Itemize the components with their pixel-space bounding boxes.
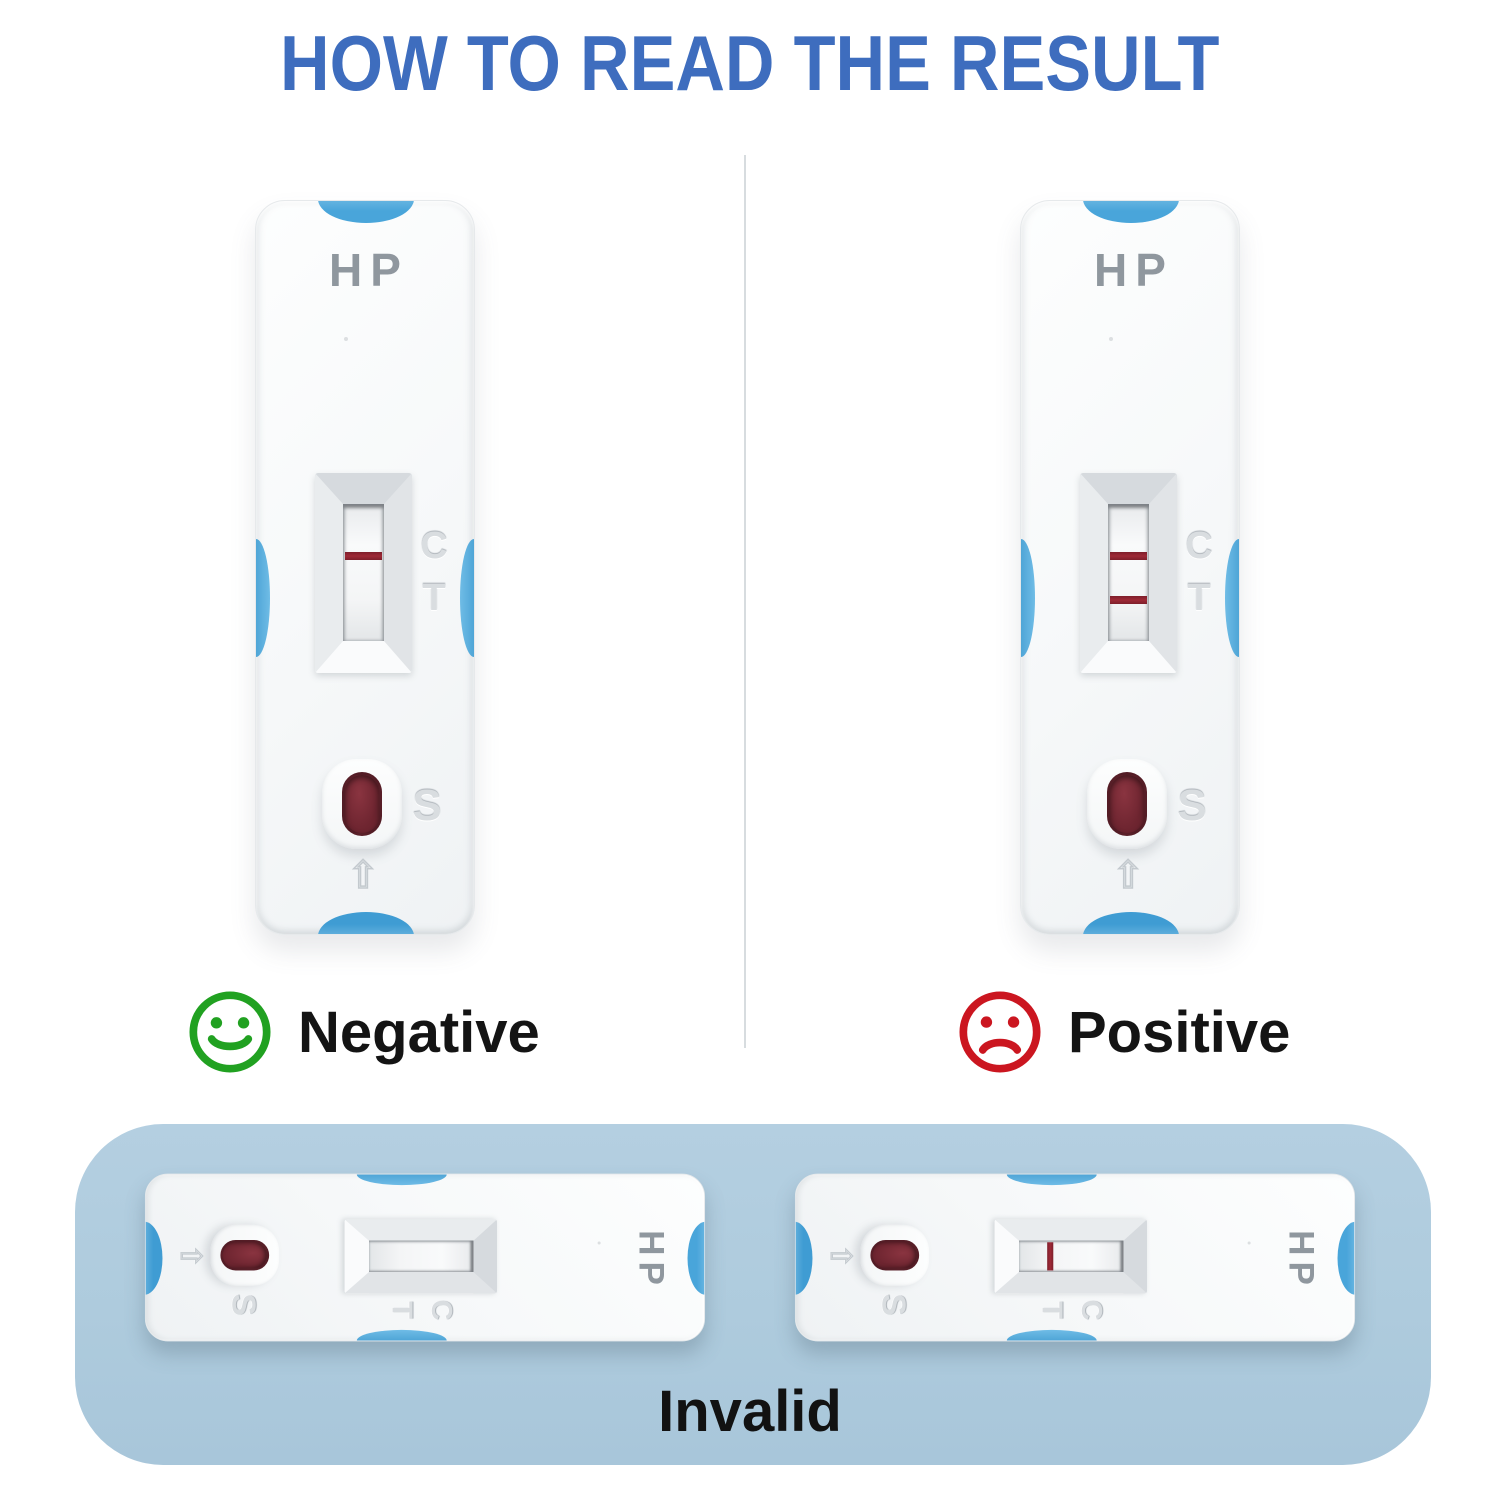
- page-title: HOW TO READ THE RESULT: [280, 19, 1220, 107]
- top-notch: [687, 1221, 706, 1295]
- sample-well-label: S: [412, 781, 442, 830]
- control-line-label: C: [1075, 1299, 1108, 1321]
- test-line-label: T: [422, 577, 446, 619]
- arrow-up-icon: ⇧: [1111, 854, 1144, 898]
- test-cassette: HP C T S ⇧: [794, 1173, 1356, 1342]
- result-window: [344, 1219, 498, 1294]
- sample-well-label: S: [1177, 781, 1207, 830]
- negative-result-row: Negative: [186, 986, 540, 1078]
- top-notch: [1083, 201, 1179, 223]
- cassette-positive: HP C T S ⇧: [1020, 200, 1240, 935]
- right-notch: [1225, 539, 1239, 657]
- test-cassette: HP C T S ⇧: [144, 1173, 706, 1342]
- control-line-label: C: [1185, 525, 1213, 567]
- positive-label: Positive: [1068, 999, 1291, 1065]
- sample-well-label: S: [874, 1293, 913, 1316]
- test-strip: [1018, 1240, 1124, 1272]
- control-line-label: C: [425, 1299, 458, 1321]
- test-line-label: T: [1035, 1301, 1068, 1319]
- sample-well-mound: [860, 1224, 930, 1286]
- sample-well-label: S: [224, 1293, 263, 1316]
- control-line: [1110, 552, 1147, 560]
- brand-label: HP: [1281, 1230, 1322, 1291]
- cassette-negative: HP C T S ⇧: [255, 200, 475, 935]
- sample-well: [342, 772, 382, 836]
- column-divider: [744, 155, 746, 1048]
- bottom-notch: [318, 912, 414, 934]
- mold-mark: [344, 337, 348, 341]
- sample-well: [1107, 772, 1147, 836]
- right-notch: [356, 1329, 447, 1342]
- positive-result-row: Positive: [956, 986, 1290, 1078]
- happy-face-icon: [189, 991, 271, 1073]
- negative-label: Negative: [298, 999, 540, 1065]
- brand-label: HP: [631, 1230, 672, 1291]
- mold-mark: [597, 1241, 601, 1245]
- bottom-notch: [794, 1221, 813, 1295]
- top-notch: [318, 201, 414, 223]
- test-strip: [343, 504, 384, 641]
- result-window: [1080, 473, 1177, 673]
- result-window: [315, 473, 412, 673]
- test-line-label: T: [1187, 577, 1211, 619]
- result-window: [994, 1219, 1148, 1294]
- test-strip: [368, 1240, 474, 1272]
- left-notch: [356, 1173, 447, 1186]
- bottom-notch: [1083, 912, 1179, 934]
- arrow-up-icon: ⇧: [346, 854, 379, 898]
- brand-label: HP: [1094, 244, 1174, 296]
- test-line-label: T: [385, 1301, 418, 1319]
- arrow-up-icon: ⇧: [173, 1243, 206, 1269]
- sample-well: [220, 1239, 270, 1271]
- control-line-label: C: [420, 525, 448, 567]
- sample-well-mound: [1087, 759, 1167, 849]
- sad-face-icon: [959, 991, 1041, 1073]
- left-notch: [256, 539, 270, 657]
- cassette-invalid-blank: HP C T S ⇧: [144, 1173, 706, 1342]
- bottom-notch: [144, 1221, 163, 1295]
- sample-well-mound: [322, 759, 402, 849]
- left-notch: [1006, 1173, 1097, 1186]
- test-cassette: HP C T S ⇧: [1020, 200, 1240, 935]
- brand-label: HP: [329, 244, 409, 296]
- cassette-invalid-test-line-only: HP C T S ⇧: [794, 1173, 1356, 1342]
- right-notch: [460, 539, 474, 657]
- right-notch: [1006, 1329, 1097, 1342]
- test-strip: [1108, 504, 1149, 641]
- sample-well-mound: [210, 1224, 280, 1286]
- left-notch: [1021, 539, 1035, 657]
- test-line: [1110, 596, 1147, 604]
- arrow-up-icon: ⇧: [823, 1243, 856, 1269]
- test-cassette: HP C T S ⇧: [255, 200, 475, 935]
- mold-mark: [1109, 337, 1113, 341]
- invalid-label: Invalid: [658, 1379, 842, 1444]
- mold-mark: [1247, 1241, 1251, 1245]
- control-line: [345, 552, 382, 560]
- test-line: [1047, 1242, 1054, 1271]
- sample-well: [870, 1239, 920, 1271]
- top-notch: [1337, 1221, 1356, 1295]
